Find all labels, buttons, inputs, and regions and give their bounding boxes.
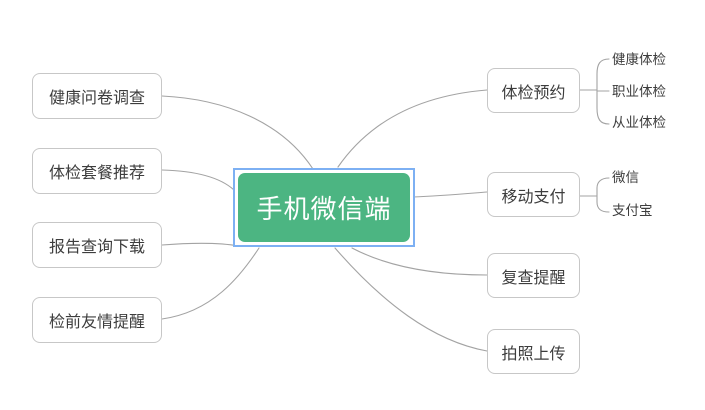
connector-package-recommendation	[161, 169, 235, 191]
node-photo-upload[interactable]: 拍照上传	[487, 329, 580, 374]
connector-health-questionnaire	[161, 95, 314, 170]
node-exam-appointment[interactable]: 体检预约	[487, 68, 580, 113]
node-report-query-download[interactable]: 报告查询下载	[32, 222, 162, 268]
leaf-wechat[interactable]: 微信	[612, 170, 639, 185]
connector-recheck-reminder	[351, 247, 488, 276]
leaf-health-checkup[interactable]: 健康体检	[612, 52, 666, 67]
node-exam-package-recommendation[interactable]: 体检套餐推荐	[32, 148, 162, 194]
connector-pre-exam-reminder	[161, 247, 260, 320]
node-mobile-payment[interactable]: 移动支付	[487, 172, 580, 217]
node-pre-exam-friendly-reminder[interactable]: 检前友情提醒	[32, 297, 162, 343]
connector-photo-upload	[334, 247, 488, 352]
root-node-mobile-wechat[interactable]: 手机微信端	[238, 173, 410, 242]
root-node-selection-frame[interactable]: 手机微信端	[233, 168, 415, 247]
node-health-questionnaire-survey[interactable]: 健康问卷调查	[32, 73, 162, 119]
connector-mobile-payment	[412, 191, 488, 198]
node-recheck-reminder[interactable]: 复查提醒	[487, 253, 580, 298]
leaf-occupational-checkup[interactable]: 职业体检	[612, 84, 666, 99]
leaf-employment-checkup[interactable]: 从业体检	[612, 115, 666, 130]
bracket-mobile-payment	[596, 177, 610, 213]
leaf-alipay[interactable]: 支付宝	[612, 203, 653, 218]
connector-report-query	[161, 242, 240, 247]
connector-exam-appointment	[337, 89, 488, 168]
